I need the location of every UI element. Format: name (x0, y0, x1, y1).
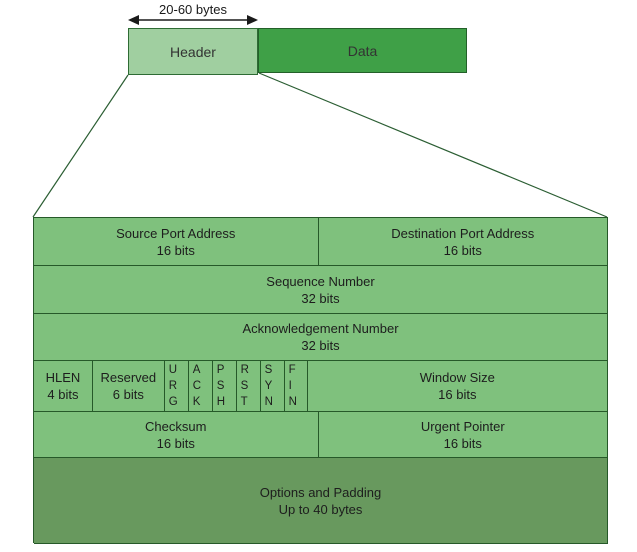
flag-syn: S Y N (260, 361, 285, 412)
field-bits: 16 bits (438, 387, 477, 402)
field-title: Sequence Number (266, 273, 375, 289)
segment-header-label: Header (170, 43, 216, 60)
table-row-sequence: Sequence Number 32 bits (34, 266, 608, 314)
field-bits: 16 bits (156, 435, 195, 451)
size-range-label: 20-60 bytes (159, 2, 227, 17)
field-bits: 4 bits (47, 387, 79, 402)
field-source-port: Source Port Address 16 bits (34, 218, 319, 266)
table-row-flags: HLEN 4 bits Reserved 6 bits U R G A C K … (34, 361, 609, 412)
table-row-acknowledgement: Acknowledgement Number 32 bits (34, 314, 608, 361)
segment-data-label: Data (347, 42, 378, 59)
flag-fin: F I N (284, 361, 308, 412)
field-checksum: Checksum 16 bits (34, 412, 319, 458)
field-bits: 32 bits (301, 338, 340, 353)
field-options-padding: Options and Padding Up to 40 bytes (34, 458, 608, 544)
segment-data-box: Data (258, 28, 467, 73)
field-bits: 16 bits (443, 435, 482, 451)
tcp-header-table: Source Port Address 16 bits Destination … (33, 217, 609, 544)
field-title: Urgent Pointer (420, 418, 505, 434)
table-row-checksum: Checksum 16 bits Urgent Pointer 16 bits (34, 412, 608, 458)
flag-psh: P S H (212, 361, 237, 412)
field-title: Options and Padding (259, 484, 382, 500)
field-bits: 16 bits (156, 242, 195, 258)
field-urgent-pointer: Urgent Pointer 16 bits (318, 412, 608, 458)
table-row-ports: Source Port Address 16 bits Destination … (34, 218, 608, 266)
field-title: HLEN (45, 370, 81, 385)
field-acknowledgement-number: Acknowledgement Number 32 bits (34, 314, 608, 361)
field-title: Window Size (419, 370, 495, 385)
connector-line-left (32, 74, 129, 218)
field-destination-port: Destination Port Address 16 bits (318, 218, 608, 266)
field-title: Checksum (145, 418, 207, 434)
flag-rst: R S T (236, 361, 261, 412)
field-bits: 16 bits (443, 242, 482, 258)
field-reserved: Reserved 6 bits (92, 361, 165, 412)
field-title: Source Port Address (116, 225, 236, 241)
field-window-size: Window Size 16 bits (307, 361, 609, 412)
field-bits: 6 bits (112, 387, 144, 402)
connector-line-right (258, 72, 608, 218)
field-hlen: HLEN 4 bits (34, 361, 93, 412)
field-title: Acknowledgement Number (242, 321, 399, 336)
field-sequence-number: Sequence Number 32 bits (34, 266, 608, 314)
field-title: Reserved (100, 370, 157, 385)
table-row-options: Options and Padding Up to 40 bytes (34, 458, 608, 544)
field-bits: Up to 40 bytes (278, 501, 363, 517)
flag-urg: U R G (164, 361, 189, 412)
field-bits: 32 bits (301, 290, 340, 306)
segment-header-box: Header (128, 28, 258, 75)
field-title: Destination Port Address (391, 225, 535, 241)
flag-ack: A C K (188, 361, 213, 412)
